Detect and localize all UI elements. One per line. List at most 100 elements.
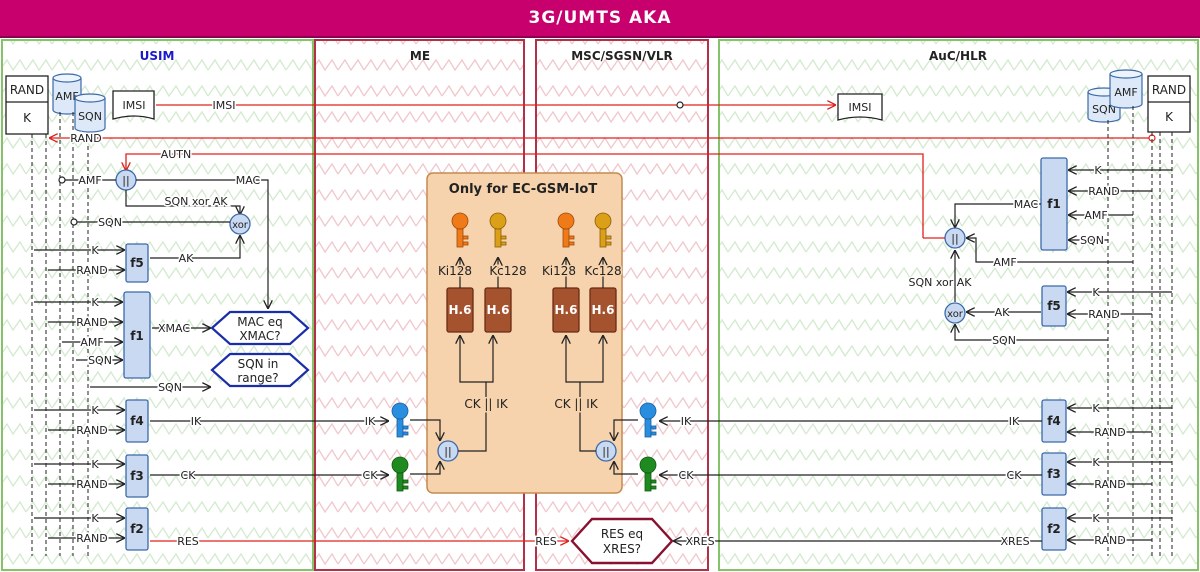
svg-text:||: || [444,445,451,458]
auc-f5-rand-label: RAND [1088,308,1119,321]
usim-f1-rand-label: RAND [76,316,107,329]
msc-xres-in-label: XRES [685,535,714,548]
msc-ki128-label: Ki128 [542,264,576,278]
usim-f3-k-label: K [91,458,99,471]
usim-panel [1,39,314,571]
ec-gsm-iot-title: Only for EC-GSM-IoT [449,182,598,197]
usim-imsi-store: IMSI [112,90,155,120]
svg-text:f3: f3 [1047,467,1061,481]
usim-f2-box [125,507,149,551]
auc-amf-label: AMF [993,256,1016,269]
usim-ck-out-label: CK [181,469,197,482]
svg-text:RES eq: RES eq [601,527,643,541]
svg-text:f4: f4 [130,414,144,428]
svg-text:IMSI: IMSI [123,99,146,112]
auc-f3-rand-label: RAND [1094,478,1125,491]
usim-lifelines [31,112,89,556]
auc-f4-rand-label: RAND [1094,426,1125,439]
svg-text:AMF: AMF [1114,86,1137,99]
usim-title: USIM [140,49,175,63]
auc-sqn-label: SQN [992,334,1016,347]
title-bar: 3G/UMTS AKA [0,0,1200,38]
svg-text:RAND: RAND [1152,83,1186,97]
svg-text:xor: xor [947,309,964,320]
auc-lifelines [1107,106,1173,556]
svg-text:f1: f1 [1047,197,1061,211]
svg-text:f5: f5 [1047,299,1061,313]
rand-flow-label: RAND [70,132,101,145]
svg-text:K: K [23,111,32,125]
usim-f5-box [125,243,149,283]
svg-text:IMSI: IMSI [849,101,872,114]
usim-f4-box [125,399,149,443]
svg-text:RAND: RAND [10,83,44,97]
svg-text:f3: f3 [130,469,144,483]
msc-kc128-label: Kc128 [584,264,621,278]
svg-text:||: || [602,445,609,458]
auc-xres-out-label: XRES [1000,535,1029,548]
usim-f1-box [123,291,151,379]
auc-f4-k-label: K [1092,402,1100,415]
auc-f2-rand-label: RAND [1094,534,1125,547]
msc-ck-label: CK [679,469,695,482]
svg-text:H.6: H.6 [487,303,510,317]
svg-text:f2: f2 [130,522,144,536]
usim-f1-amf-label: AMF [80,336,103,349]
me-ik-label: IK [365,415,376,428]
usim-sqn-xor-ak-label: SQN xor AK [164,195,228,208]
imsi-junction [676,101,684,109]
svg-text:xor: xor [232,220,249,231]
svg-text:SQN: SQN [78,110,102,123]
svg-text:||: || [122,174,129,187]
usim-f2-rand-label: RAND [76,532,107,545]
auc-mac-label: MAC [1014,198,1039,211]
auc-imsi-store: IMSI [837,93,883,121]
svg-text:H.6: H.6 [555,303,578,317]
svg-text:K: K [1165,110,1174,124]
auc-rand-k-store: RAND K [1147,75,1191,133]
usim-sqn-cylinder: SQN [74,93,106,133]
usim-f5-k-label: K [91,244,99,257]
svg-text:||: || [951,232,958,245]
msc-res-in-label: RES [535,535,557,548]
usim-ak-label: AK [179,252,195,265]
auc-ik-out-label: IK [1009,415,1020,428]
svg-text:f1: f1 [130,329,144,343]
auc-f3-box [1041,452,1067,496]
auc-title: AuC/HLR [929,49,987,63]
auc-amf-cylinder: AMF [1109,69,1143,109]
svg-text:f4: f4 [1047,414,1061,428]
usim-f3-rand-label: RAND [76,478,107,491]
svg-text:SQN: SQN [1092,103,1116,116]
svg-text:H.6: H.6 [449,303,472,317]
ec-gsm-iot-box [426,172,623,494]
svg-text:f5: f5 [130,256,144,270]
usim-xor-node [229,213,251,235]
auc-xor-node [944,302,966,324]
auc-f1-rand-label: RAND [1088,185,1119,198]
auc-f2-k-label: K [1092,512,1100,525]
mac-check-decision [210,310,310,346]
auc-sqn-xor-ak-label: SQN xor AK [908,276,972,289]
usim-f2-k-label: K [91,512,99,525]
autn-flow [126,153,924,238]
auc-f3-k-label: K [1092,456,1100,469]
auc-f2-box [1041,507,1067,551]
msc-ik-label: IK [681,415,692,428]
svg-text:f2: f2 [1047,522,1061,536]
auc-f1-amf-label: AMF [1084,209,1107,222]
svg-text:AMF: AMF [55,90,78,103]
me-ck-label: CK [363,469,379,482]
me-ck-ik-label: CK || IK [464,397,509,411]
svg-text:range?: range? [237,371,278,385]
auc-f1-k-label: K [1094,164,1102,177]
usim-f4-rand-label: RAND [76,424,107,437]
diagram-title: 3G/UMTS AKA [528,8,672,28]
usim-mac-label: MAC [236,174,261,187]
sqn-range-decision [210,352,310,388]
msc-ck-ik-label: CK || IK [554,397,599,411]
usim-f1-sqn-label: SQN [88,354,112,367]
res-check-decision [570,517,674,565]
usim-f5-rand-label: RAND [76,264,107,277]
